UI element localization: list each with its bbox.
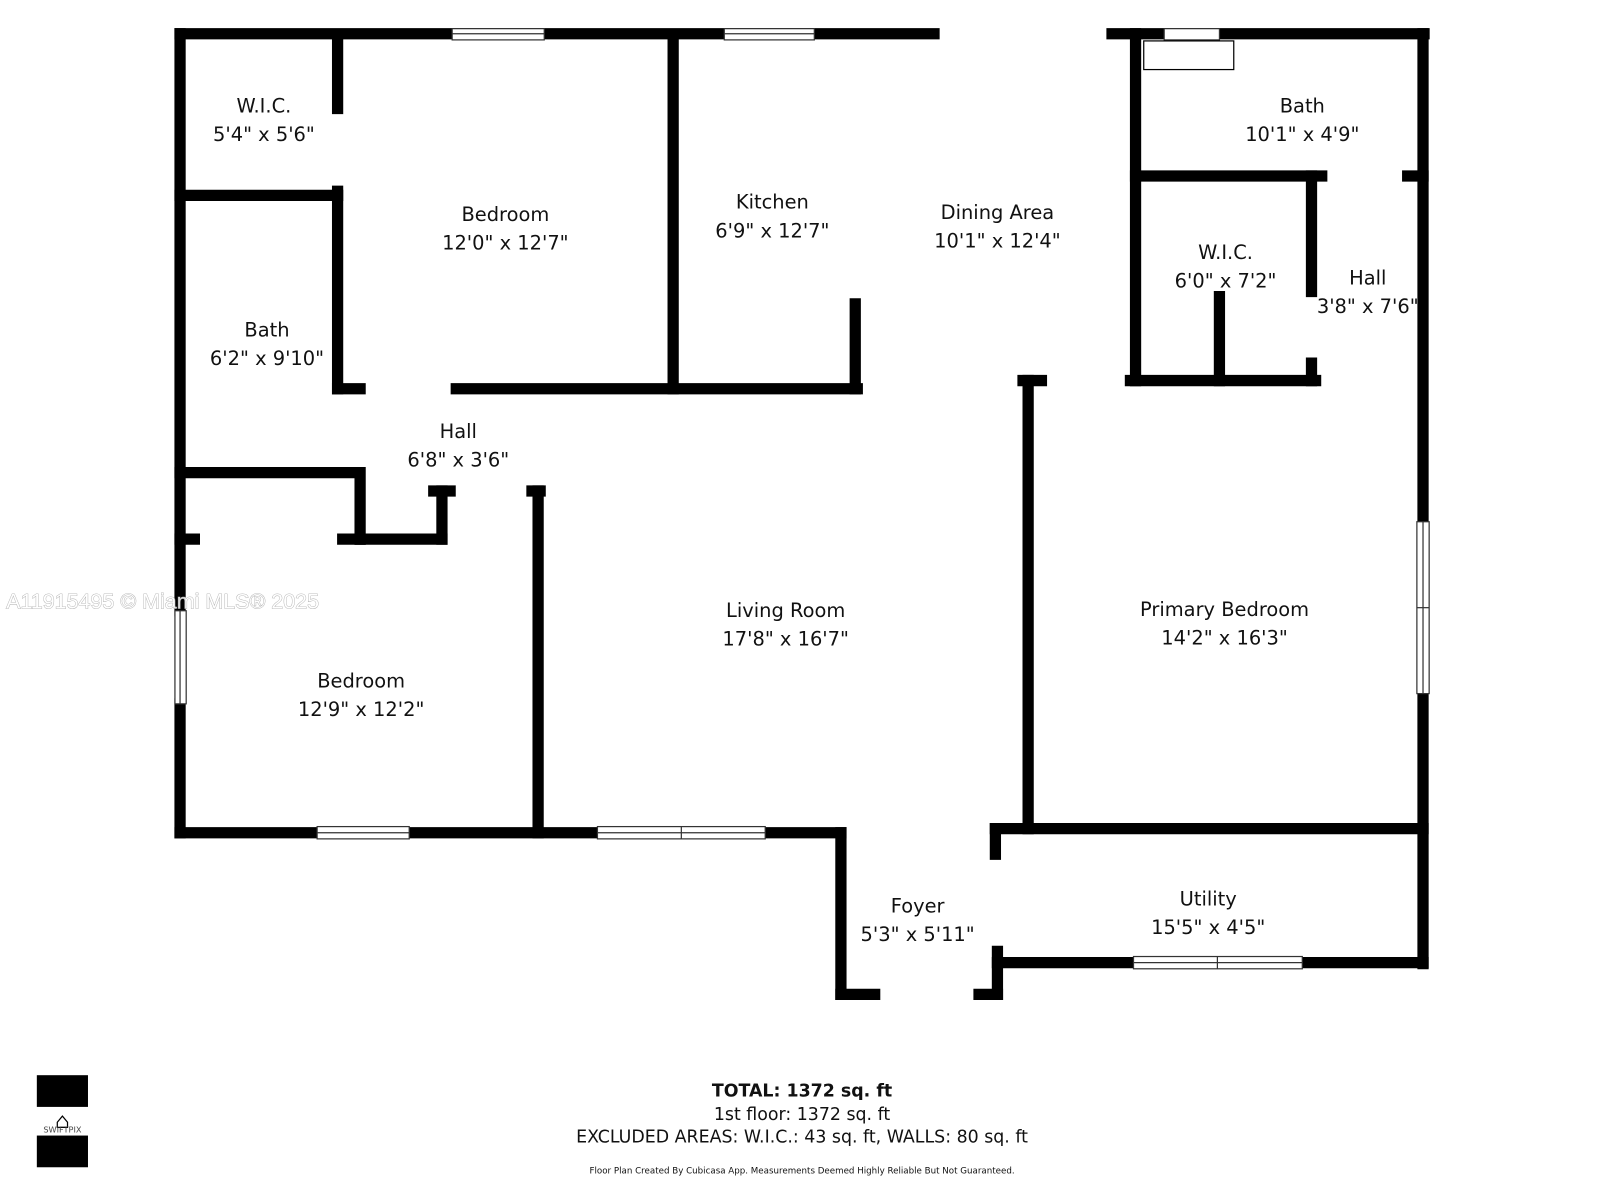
house-icon xyxy=(56,1115,69,1128)
total-area: TOTAL: 1372 sq. ft xyxy=(712,1082,892,1102)
room-labels: W.I.C. 5'4" x 5'6" Bedroom 12'0" x 12'7"… xyxy=(210,95,1419,947)
room-name: Primary Bedroom xyxy=(1140,598,1309,621)
disclaimer: Floor Plan Created By Cubicasa App. Meas… xyxy=(589,1166,1014,1176)
swiftpix-logo: SWIFTPIX xyxy=(36,1075,88,1168)
room-name: Bedroom xyxy=(461,203,549,226)
room-name: Kitchen xyxy=(736,191,809,214)
room-name: Foyer xyxy=(891,895,945,918)
room-name: Dining Area xyxy=(941,201,1055,224)
windows xyxy=(174,28,1430,970)
room-dims: 6'9" x 12'7" xyxy=(715,219,829,242)
room-name: Bath xyxy=(1280,95,1325,118)
room-name: W.I.C. xyxy=(237,95,292,118)
room-dims: 12'0" x 12'7" xyxy=(442,232,569,255)
room-name: Bedroom xyxy=(317,669,405,692)
room-name: W.I.C. xyxy=(1198,241,1253,264)
room-name: Hall xyxy=(440,420,477,443)
room-name: Hall xyxy=(1349,266,1386,289)
walls xyxy=(174,28,1430,1001)
room-dims: 14'2" x 16'3" xyxy=(1161,627,1288,650)
room-dims: 6'0" x 7'2" xyxy=(1175,269,1277,292)
room-dims: 5'4" x 5'6" xyxy=(213,123,315,146)
room-dims: 10'1" x 4'9" xyxy=(1245,123,1359,146)
excluded-areas: EXCLUDED AREAS: W.I.C.: 43 sq. ft, WALLS… xyxy=(576,1128,1028,1148)
logo-text: SWIFTPIX xyxy=(43,1124,82,1134)
watermark: A11915495 © Miami MLS® 2025 xyxy=(6,590,319,614)
room-dims: 6'8" x 3'6" xyxy=(407,448,509,471)
room-dims: 17'8" x 16'7" xyxy=(722,628,849,651)
room-dims: 3'8" x 7'6" xyxy=(1317,295,1419,318)
room-dims: 10'1" x 12'4" xyxy=(934,230,1061,253)
room-dims: 15'5" x 4'5" xyxy=(1151,916,1265,939)
room-dims: 6'2" x 9'10" xyxy=(210,347,324,370)
room-dims: 5'3" x 5'11" xyxy=(861,923,975,946)
room-name: Bath xyxy=(244,319,289,342)
room-name: Utility xyxy=(1180,887,1237,910)
room-dims: 12'9" x 12'2" xyxy=(298,698,425,721)
room-name: Living Room xyxy=(726,599,845,622)
floor-area: 1st floor: 1372 sq. ft xyxy=(714,1105,891,1125)
